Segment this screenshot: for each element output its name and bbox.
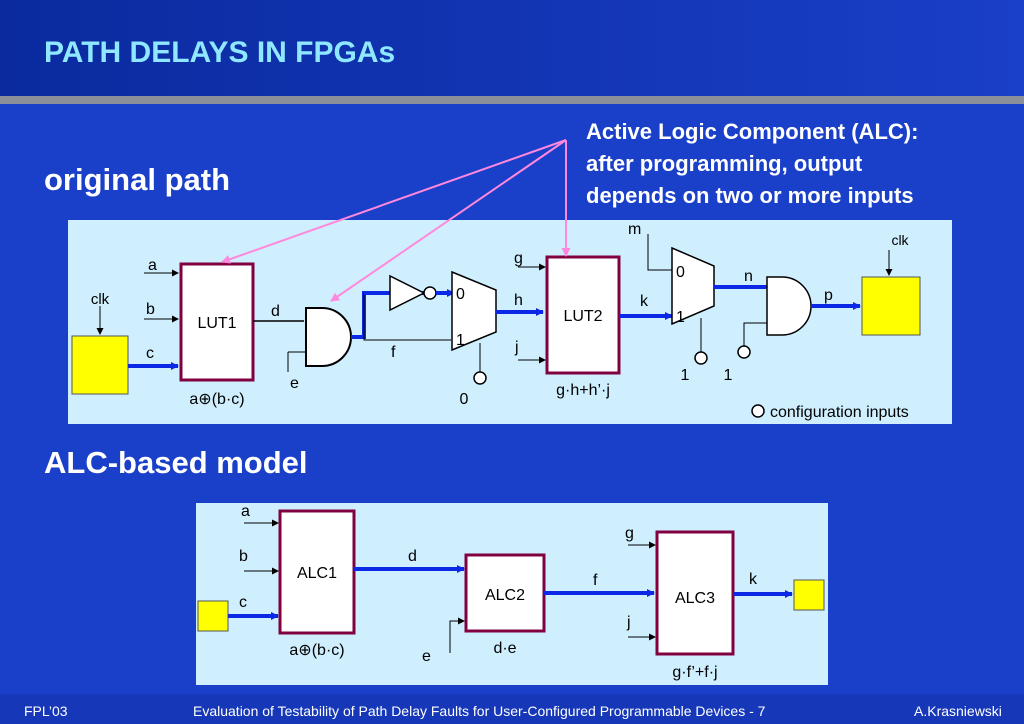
signal-j-label: j: [514, 339, 519, 356]
alc2-function: d·e: [493, 640, 516, 657]
alc3-block: [655, 530, 735, 656]
config-input-legend-icon: [751, 404, 765, 418]
alc-signal-f-label: f: [593, 572, 598, 589]
and-gate-2: [766, 276, 812, 336]
lut1-block: [179, 262, 255, 382]
original-path-diagram: clk a b c LUT1 a⊕(b·c) d e f 0 1 0 h g j…: [71, 221, 921, 421]
note-line-1: Active Logic Component (ALC):: [586, 119, 919, 144]
lut2-label: LUT2: [563, 308, 602, 325]
alc-input-g-label: g: [625, 525, 634, 542]
mux2-in1-label: 1: [676, 309, 685, 326]
alc1-block: [278, 509, 356, 635]
alc-signal-k-label: k: [749, 571, 758, 588]
mux1-config-input: [473, 371, 487, 385]
slide-title: PATH DELAYS IN FPGAs: [44, 36, 396, 69]
alc-input-b-label: b: [239, 548, 248, 565]
mux2-config-input: [694, 351, 708, 365]
inverter: [389, 274, 426, 312]
mux1-in0-label: 0: [456, 286, 465, 303]
alc-input-a-label: a: [241, 503, 250, 520]
and2-config-input: [737, 345, 751, 359]
lut1-label: LUT1: [197, 315, 236, 332]
alc-output-register: [793, 579, 825, 611]
mux2-config-value: 1: [681, 367, 690, 384]
alc-model-panel: a b c ALC1 a⊕(b·c) d e ALC2 d·e f g j AL…: [196, 503, 828, 685]
clk-left-label: clk: [91, 291, 110, 308]
note-line-2: after programming, output: [586, 151, 863, 176]
lut2-function: g·h+h’·j: [556, 382, 610, 399]
alc2-label: ALC2: [485, 587, 525, 604]
config-inputs-legend: configuration inputs: [770, 404, 909, 421]
mux2-in0-label: 0: [676, 264, 685, 281]
alc-input-c-label: c: [239, 594, 247, 611]
note-line-3: depends on two or more inputs: [586, 183, 914, 208]
footer-conference: FPL’03: [24, 703, 68, 719]
mux1-in1-label: 1: [456, 332, 465, 349]
mux1-config-value: 0: [460, 391, 469, 408]
footer-author: A.Krasniewski: [914, 703, 1002, 719]
footer-title: Evaluation of Testability of Path Delay …: [193, 703, 766, 719]
original-path-heading: original path: [44, 162, 230, 197]
and-gate-1: [305, 307, 352, 367]
alc2-block: [464, 553, 546, 633]
signal-e-label: e: [290, 375, 299, 392]
signal-m-label: m: [628, 221, 641, 238]
alc3-function: g·f’+f·j: [672, 664, 717, 681]
input-c-label: c: [146, 345, 154, 362]
signal-f-label: f: [391, 344, 396, 361]
signal-g-label: g: [514, 250, 523, 267]
alc-model-diagram: a b c ALC1 a⊕(b·c) d e ALC2 d·e f g j AL…: [197, 503, 825, 681]
signal-k-label: k: [640, 293, 649, 310]
alc3-label: ALC3: [675, 590, 715, 607]
output-register: [861, 276, 921, 336]
clk-right-label: clk: [891, 232, 909, 248]
alc-signal-d-label: d: [408, 548, 417, 565]
alc-input-register: [197, 600, 229, 632]
and2-config-value: 1: [724, 367, 733, 384]
alc-definition-note: Active Logic Component (ALC): after prog…: [586, 116, 918, 212]
lut1-function: a⊕(b·c): [189, 391, 244, 408]
original-path-panel: clk a b c LUT1 a⊕(b·c) d e f 0 1 0 h g j…: [68, 220, 952, 424]
alc-input-j-label: j: [626, 614, 631, 631]
signal-d-label: d: [271, 303, 280, 320]
mux-2: [671, 246, 715, 326]
alc-model-heading: ALC-based model: [44, 445, 308, 480]
alc1-label: ALC1: [297, 565, 337, 582]
signal-h-label: h: [514, 292, 523, 309]
alc-input-e-label: e: [422, 648, 431, 665]
input-b-label: b: [146, 301, 155, 318]
signal-p-label: p: [824, 287, 833, 304]
signal-n-label: n: [744, 268, 753, 285]
input-a-label: a: [148, 257, 157, 274]
alc1-function: a⊕(b·c): [289, 642, 344, 659]
input-register: [71, 335, 129, 395]
